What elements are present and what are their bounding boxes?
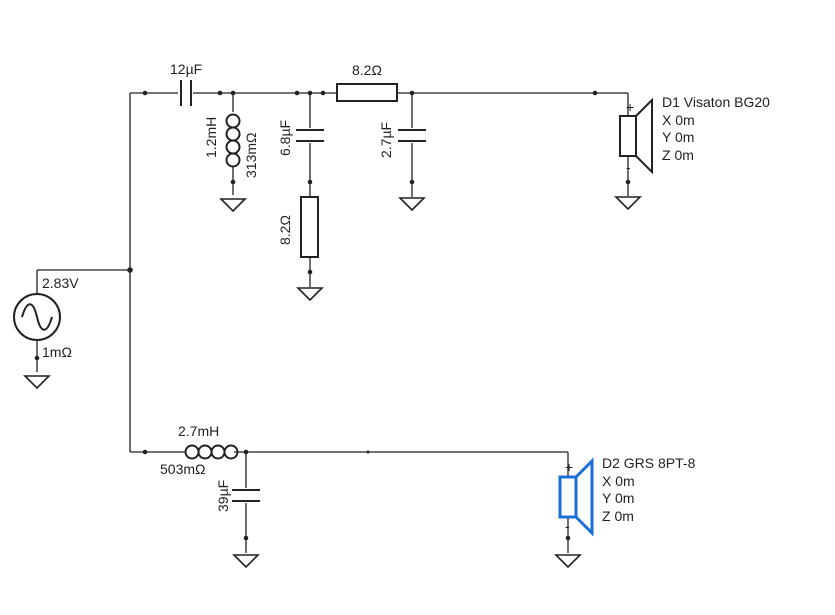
junction-dot	[243, 535, 249, 541]
driver2-name-label: D2 GRS 8PT-8	[602, 455, 696, 471]
driver1-z-label: Z 0m	[662, 147, 694, 163]
capacitor-12uf[interactable]	[180, 80, 192, 106]
inductor-1-2mh-dcr-label: 313mΩ	[243, 133, 259, 179]
ground-icon	[23, 375, 51, 390]
driver2-z-label: Z 0m	[602, 508, 634, 524]
source-voltage-label: 2.83V	[42, 275, 79, 291]
junction-dot	[625, 179, 631, 185]
junction-dot	[34, 355, 40, 361]
resistor-8-2-series-label: 8.2Ω	[352, 62, 382, 78]
junction-dot	[307, 90, 313, 96]
capacitor-2-7uf[interactable]	[398, 129, 426, 142]
driver2-plus-label: +	[565, 459, 573, 475]
junction-dot	[142, 449, 148, 455]
junction-dot	[565, 535, 571, 541]
resistor-8-2-zobel-label: 8.2Ω	[277, 215, 293, 245]
inductor-2-7mh[interactable]	[184, 444, 239, 460]
junction-dot	[142, 90, 148, 96]
capacitor-6-8uf-label: 6.8µF	[277, 120, 293, 156]
driver1-name-label: D1 Visaton BG20	[662, 94, 770, 110]
inductor-2-7mh-dcr-label: 503mΩ	[160, 461, 206, 477]
junction-dot	[230, 179, 236, 185]
junction-dots	[34, 90, 631, 541]
capacitor-39uf-label: 39µF	[215, 480, 231, 512]
ground-icon	[398, 197, 426, 212]
voltage-source[interactable]	[13, 293, 61, 341]
junction-dot	[294, 90, 300, 96]
driver1-plus-label: +	[626, 99, 634, 115]
capacitor-12uf-label: 12µF	[170, 61, 202, 77]
capacitor-39uf[interactable]	[232, 489, 260, 502]
driver2-minus-label: -	[565, 518, 570, 534]
capacitor-6-8uf[interactable]	[296, 129, 324, 142]
ground-icon	[296, 287, 324, 302]
junction-dot	[320, 90, 326, 96]
inductor-2-7mh-label: 2.7mH	[178, 423, 219, 439]
junction-dot	[409, 179, 415, 185]
junction-dot	[307, 179, 313, 185]
junction-dot	[243, 449, 249, 455]
junction-dot	[409, 90, 415, 96]
ground-icon	[232, 554, 260, 569]
inductor-1-2mh[interactable]	[225, 113, 241, 168]
capacitor-2-7uf-label: 2.7µF	[378, 122, 394, 158]
driver1-y-label: Y 0m	[662, 129, 694, 145]
wires	[36, 92, 629, 553]
driver2-speaker-icon[interactable]	[558, 457, 594, 537]
junction-dot	[127, 267, 133, 273]
ground-icon	[219, 198, 247, 213]
driver1-minus-label: -	[626, 159, 631, 175]
junction-dot	[592, 90, 598, 96]
junction-dot	[217, 90, 223, 96]
driver1-speaker-icon[interactable]	[619, 97, 653, 175]
inductor-1-2mh-label: 1.2mH	[203, 117, 219, 158]
resistor-8-2-series[interactable]	[336, 83, 398, 102]
ground-icon	[554, 554, 582, 569]
junction-dot	[230, 90, 236, 96]
junction-dot	[366, 450, 370, 454]
driver2-y-label: Y 0m	[602, 490, 634, 506]
junction-dot	[307, 269, 313, 275]
driver1-x-label: X 0m	[662, 112, 695, 128]
resistor-8-2-zobel[interactable]	[300, 196, 319, 258]
driver2-x-label: X 0m	[602, 473, 635, 489]
ground-icon	[614, 196, 642, 211]
source-resistance-label: 1mΩ	[42, 344, 72, 360]
